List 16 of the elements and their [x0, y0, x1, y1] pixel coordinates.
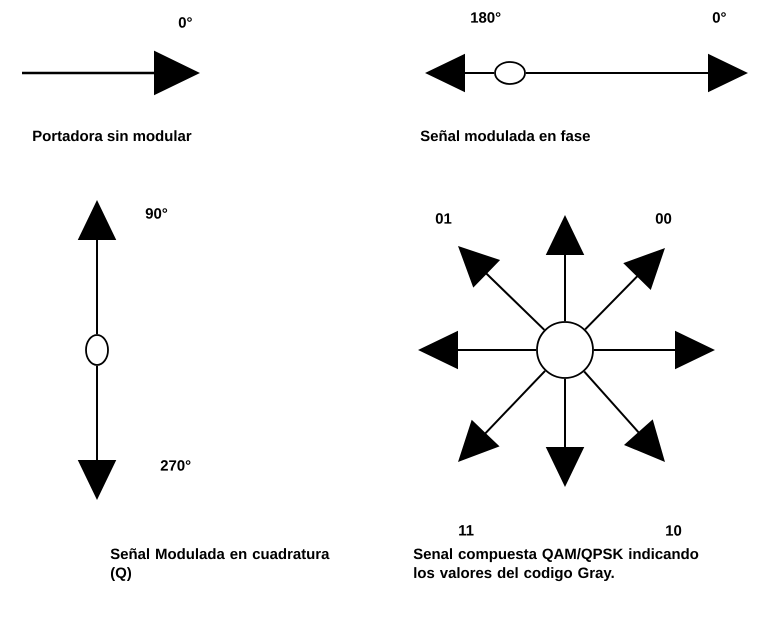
label: Portadora sin modular: [33, 130, 192, 142]
label: 11: [459, 525, 474, 536]
label: Señal modulada en fase: [420, 130, 590, 142]
label: Señal Modulada en cuadratura (Q): [110, 548, 330, 582]
label: 0°: [712, 12, 726, 23]
label: 10: [666, 525, 682, 536]
origin-circle: [536, 321, 594, 379]
label: 270°: [160, 460, 190, 471]
origin-circle: [85, 334, 109, 366]
label: 0°: [178, 17, 192, 28]
label: 90°: [146, 208, 168, 219]
label: 01: [436, 213, 452, 224]
origin-circle: [494, 61, 526, 85]
label: 00: [656, 213, 672, 224]
label: Senal compuesta QAM/QPSK indicando los valores del codigo Gray.: [414, 548, 698, 582]
label: 180°: [471, 12, 500, 23]
